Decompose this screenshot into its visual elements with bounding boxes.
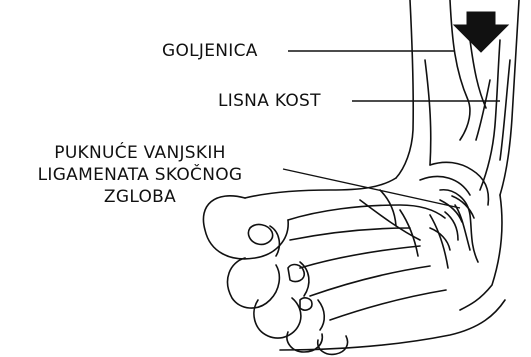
ligament-label-line-3: ZGLOBA [6,186,274,208]
metatarsal-1 [288,205,445,220]
toe-3-outline [254,298,301,338]
heel-outline [460,195,502,310]
metatarsal-3 [300,246,420,268]
ankle-detail-3 [440,190,478,262]
toe-2-outline [228,258,280,308]
toe-nail-3 [300,298,312,310]
ligament-leader-line [283,169,460,208]
ligament-label: PUKNUĆE VANJSKIH LIGAMENATA SKOČNOG ZGLO… [6,142,274,208]
ligament-fiber-4 [430,228,450,250]
toe-nail-1 [248,225,272,245]
ligament-fiber-2 [445,212,458,240]
metatarsal-4 [310,266,430,296]
fibula-label: LISNA KOST [218,90,321,112]
toe-knuckle-3 [318,300,324,330]
fibula-line-2 [500,60,510,160]
ligament-label-line-1: PUKNUĆE VANJSKIH [6,142,274,164]
tendon-3 [430,215,448,268]
metatarsal-2 [290,228,410,240]
tibia-line-2 [470,40,486,108]
tibia-line-3 [425,60,431,165]
ankle-detail-4 [455,205,470,250]
leg-front-outline [396,0,413,178]
tibia-label: GOLJENICA [162,40,258,62]
sole-outline [280,300,505,350]
metatarsal-5 [330,290,446,320]
ankle-detail-2 [420,176,470,195]
fibula-line-3 [476,80,490,140]
ligament-label-line-2: LIGAMENATA SKOČNOG [6,164,274,186]
